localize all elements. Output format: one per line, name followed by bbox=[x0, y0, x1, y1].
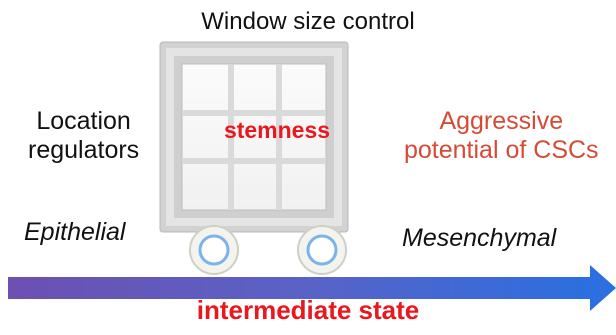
window-on-wheels-illustration bbox=[159, 41, 349, 275]
window-size-control-title: Window size control bbox=[201, 8, 415, 35]
right-wheel-icon bbox=[297, 225, 347, 275]
epithelial-label: Epithelial bbox=[24, 218, 126, 246]
mesenchymal-label: Mesenchymal bbox=[402, 224, 557, 252]
intermediate-state-label: intermediate state bbox=[196, 295, 420, 325]
left-wheel-icon bbox=[189, 225, 239, 275]
location-regulators-label: Location regulators bbox=[28, 107, 140, 164]
stemness-label: stemness bbox=[223, 117, 331, 143]
aggressive-potential-label: Aggressive potential of CSCs bbox=[404, 107, 599, 164]
emt-progression-arrow bbox=[8, 265, 616, 311]
